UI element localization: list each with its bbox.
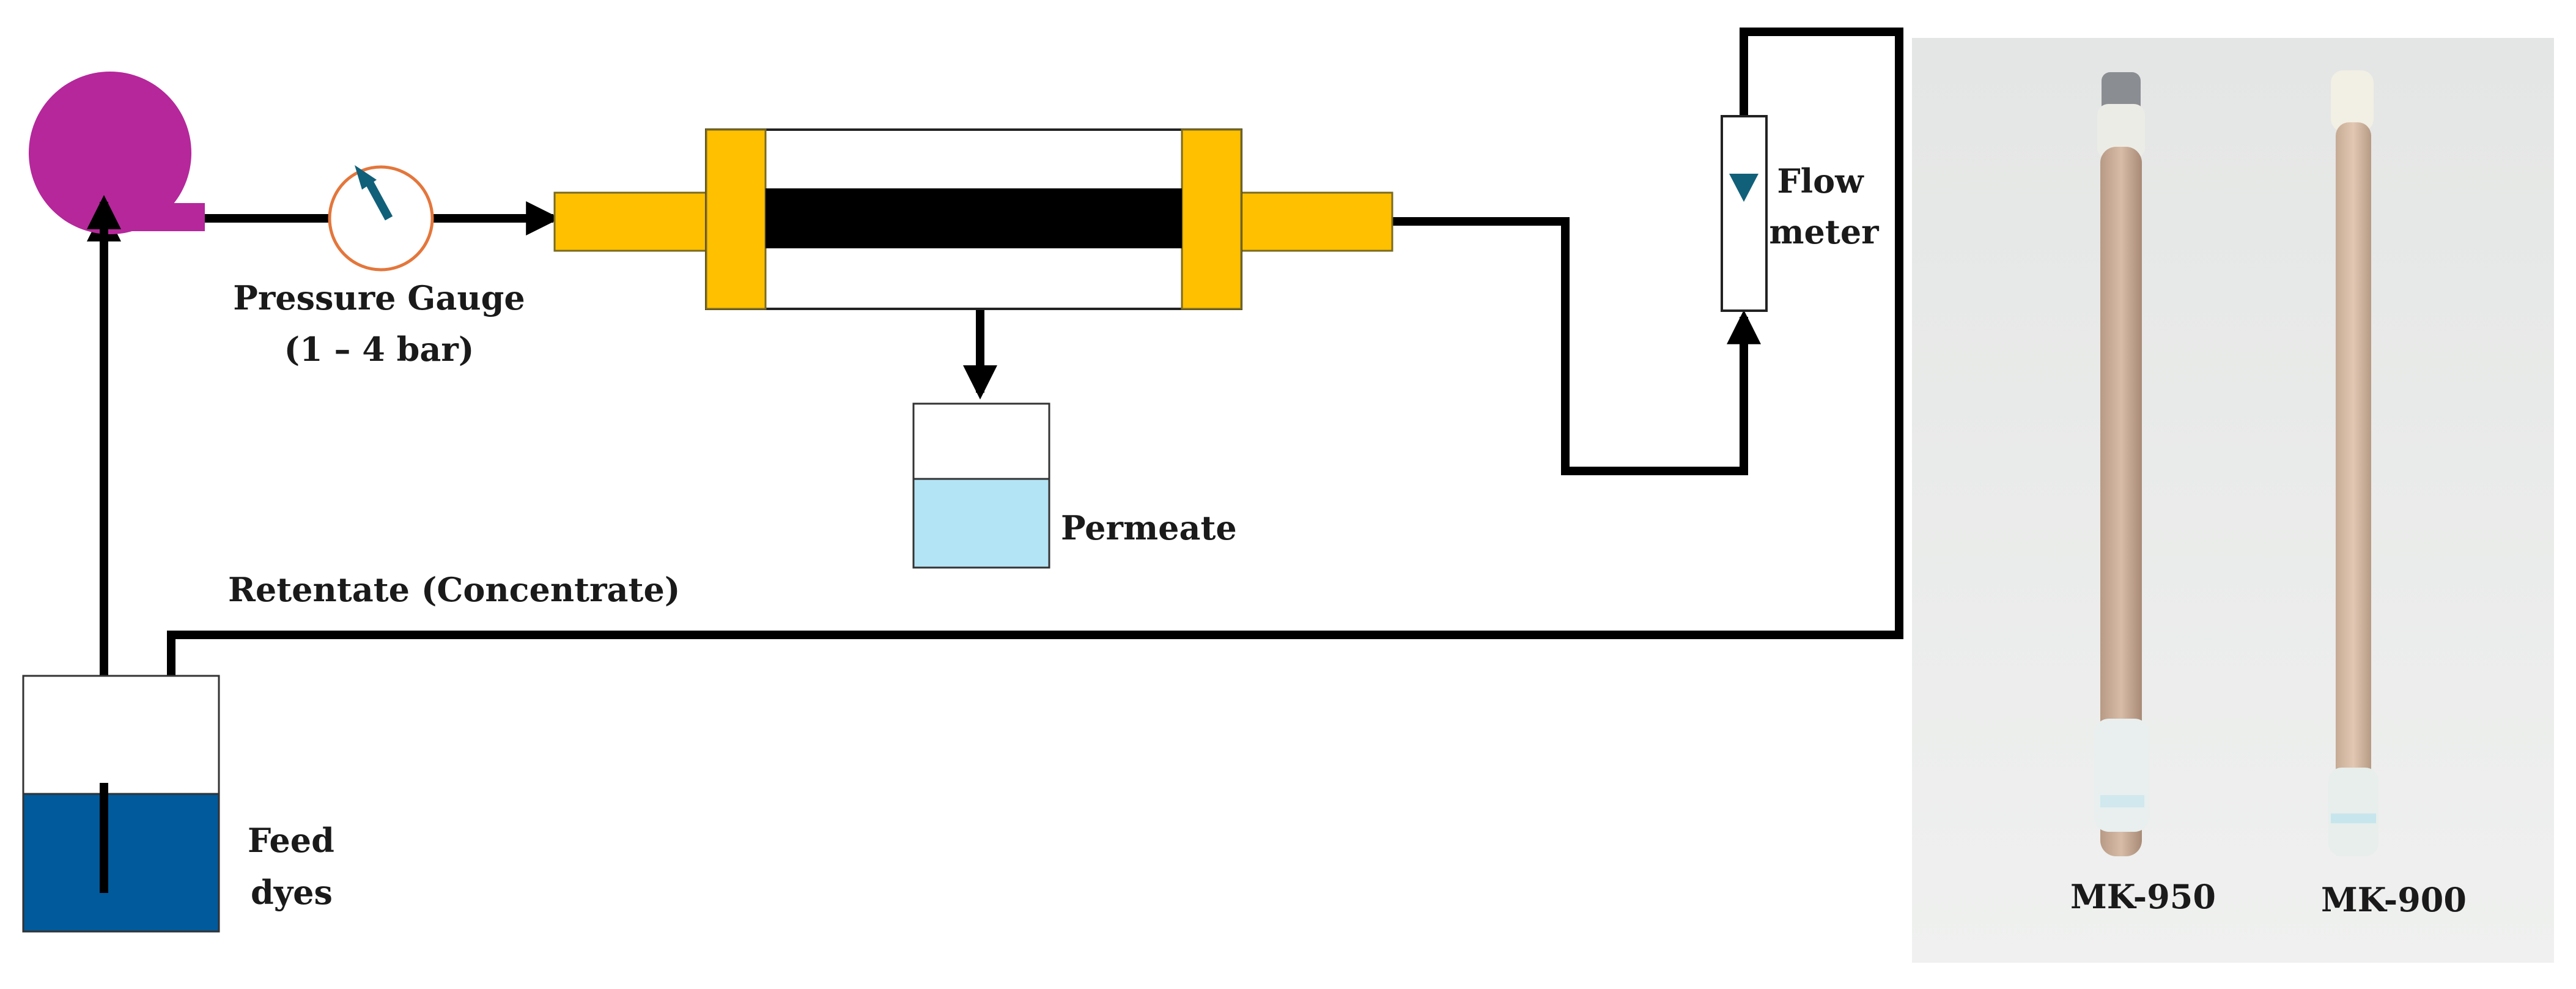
membrane-photo: MK-950 MK-900 [1912, 38, 2554, 963]
tube-label-mk950: MK-950 [2070, 877, 2216, 916]
flow-meter-label-line1: Flow [1777, 161, 1864, 201]
pressure-range-label: (1 – 4 bar) [284, 330, 474, 369]
permeate-beaker-icon [912, 402, 1050, 569]
tube-label-mk900: MK-900 [2321, 880, 2467, 919]
pressure-gauge-icon [328, 165, 434, 272]
feed-label-line1: Feed [248, 821, 334, 860]
retentate-return-pipe [154, 28, 1903, 738]
pressure-gauge-label: Pressure Gauge [233, 278, 525, 317]
pump-icon [29, 72, 205, 245]
feed-label-line2: dyes [251, 873, 333, 912]
module-to-flowmeter-pipe [1393, 217, 1761, 475]
feed-tank-icon [22, 675, 220, 933]
flow-meter-label-line2: meter [1769, 212, 1879, 251]
flow-meter-icon [1721, 115, 1768, 312]
permeate-label: Permeate [1061, 508, 1237, 547]
membrane-module-icon [553, 128, 1393, 310]
retentate-label: Retentate (Concentrate) [228, 570, 680, 609]
membrane-tube-mk900 [2328, 70, 2379, 856]
membrane-tube-mk950 [2094, 72, 2149, 856]
